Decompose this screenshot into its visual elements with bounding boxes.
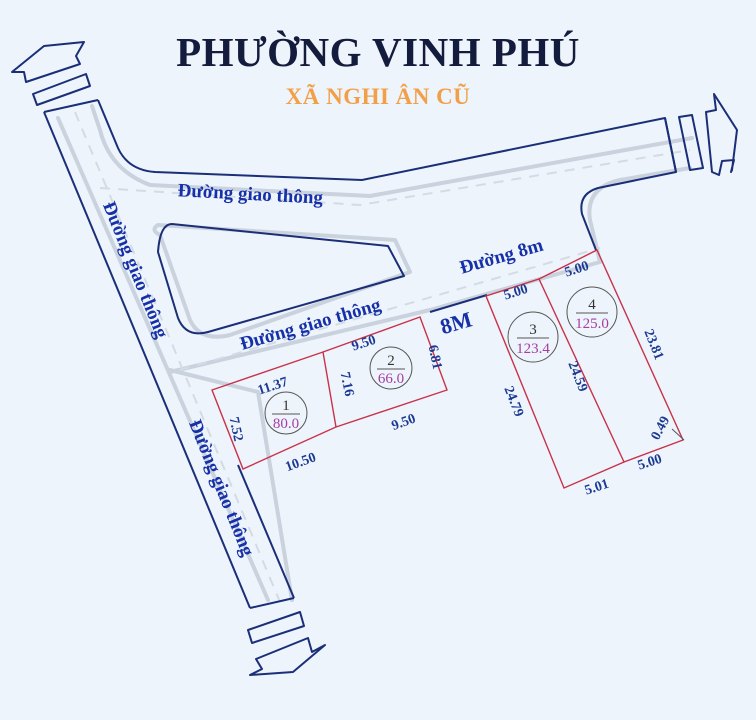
lot-badge-1: 1 80.0 [264, 391, 308, 435]
dim-lot3-top: 5.00 [502, 282, 530, 304]
road-segment-marker [32, 73, 91, 106]
lot-area: 123.4 [516, 341, 550, 357]
dim-lot4-right: 23.81 [640, 327, 666, 362]
dim-lot1-left: 7.52 [226, 416, 246, 443]
road-label-top: Đường giao thông [177, 180, 324, 209]
dim-lot4-bottom: 5.00 [636, 452, 664, 474]
dim-lot3-left: 24.79 [500, 384, 526, 419]
lot-1-border [211, 351, 337, 470]
road-width-label: 8M [437, 306, 475, 339]
lot-borders [211, 249, 684, 489]
dim-lot2-bottom: 9.50 [390, 411, 418, 433]
traffic-island [157, 223, 405, 335]
lot-2-border [322, 316, 448, 428]
lot-badge-4: 4 125.0 [566, 286, 618, 338]
dim-lot1-top: 11.37 [256, 375, 290, 399]
corner-pointer [671, 428, 685, 441]
road-segment-marker [247, 611, 305, 644]
dim-lot2-left: 7.16 [337, 371, 357, 398]
road-label-8m: Đường 8m [457, 235, 545, 279]
lot-area: 66.0 [378, 371, 404, 387]
lot-number: 3 [529, 322, 537, 338]
lot-area: 125.0 [575, 316, 609, 332]
lot-number: 2 [387, 353, 395, 369]
lot-badge-3: 3 123.4 [507, 311, 559, 363]
lot-badge-2: 2 66.0 [369, 346, 413, 390]
dim-lot3-right: 24.59 [564, 359, 590, 394]
road-segment-marker [678, 114, 704, 171]
dim-lot4-top: 5.00 [563, 259, 591, 281]
dim-lot3-bottom: 5.01 [583, 477, 611, 499]
road-outlines [43, 99, 677, 609]
lot-4-border [538, 249, 684, 463]
arrow-down-icon [249, 637, 326, 676]
road-edges [56, 104, 694, 602]
page-subtitle: XÃ NGHI ÂN CŨ [285, 84, 471, 109]
dim-lot1-bottom: 10.50 [283, 450, 318, 475]
road-centerlines [74, 111, 691, 603]
dimensions: 11.37 7.52 10.50 9.50 7.16 6.81 9.50 5.0… [226, 259, 674, 499]
arrow-south [247, 611, 326, 676]
lot-area: 80.0 [273, 416, 299, 432]
dim-lot2-top: 9.50 [350, 333, 378, 355]
lot-number: 1 [282, 398, 290, 414]
dim-lot4-corner: 0.49 [649, 414, 674, 443]
lot-3-border [485, 278, 625, 489]
page-title: PHƯỜNG VINH PHÚ [176, 29, 580, 75]
arrow-right-icon [705, 93, 738, 176]
lot-number: 4 [588, 297, 596, 313]
dim-lot2-right: 6.81 [425, 344, 445, 371]
arrow-up-icon [11, 41, 85, 83]
arrow-east [678, 93, 738, 176]
arrow-northwest [11, 41, 91, 106]
